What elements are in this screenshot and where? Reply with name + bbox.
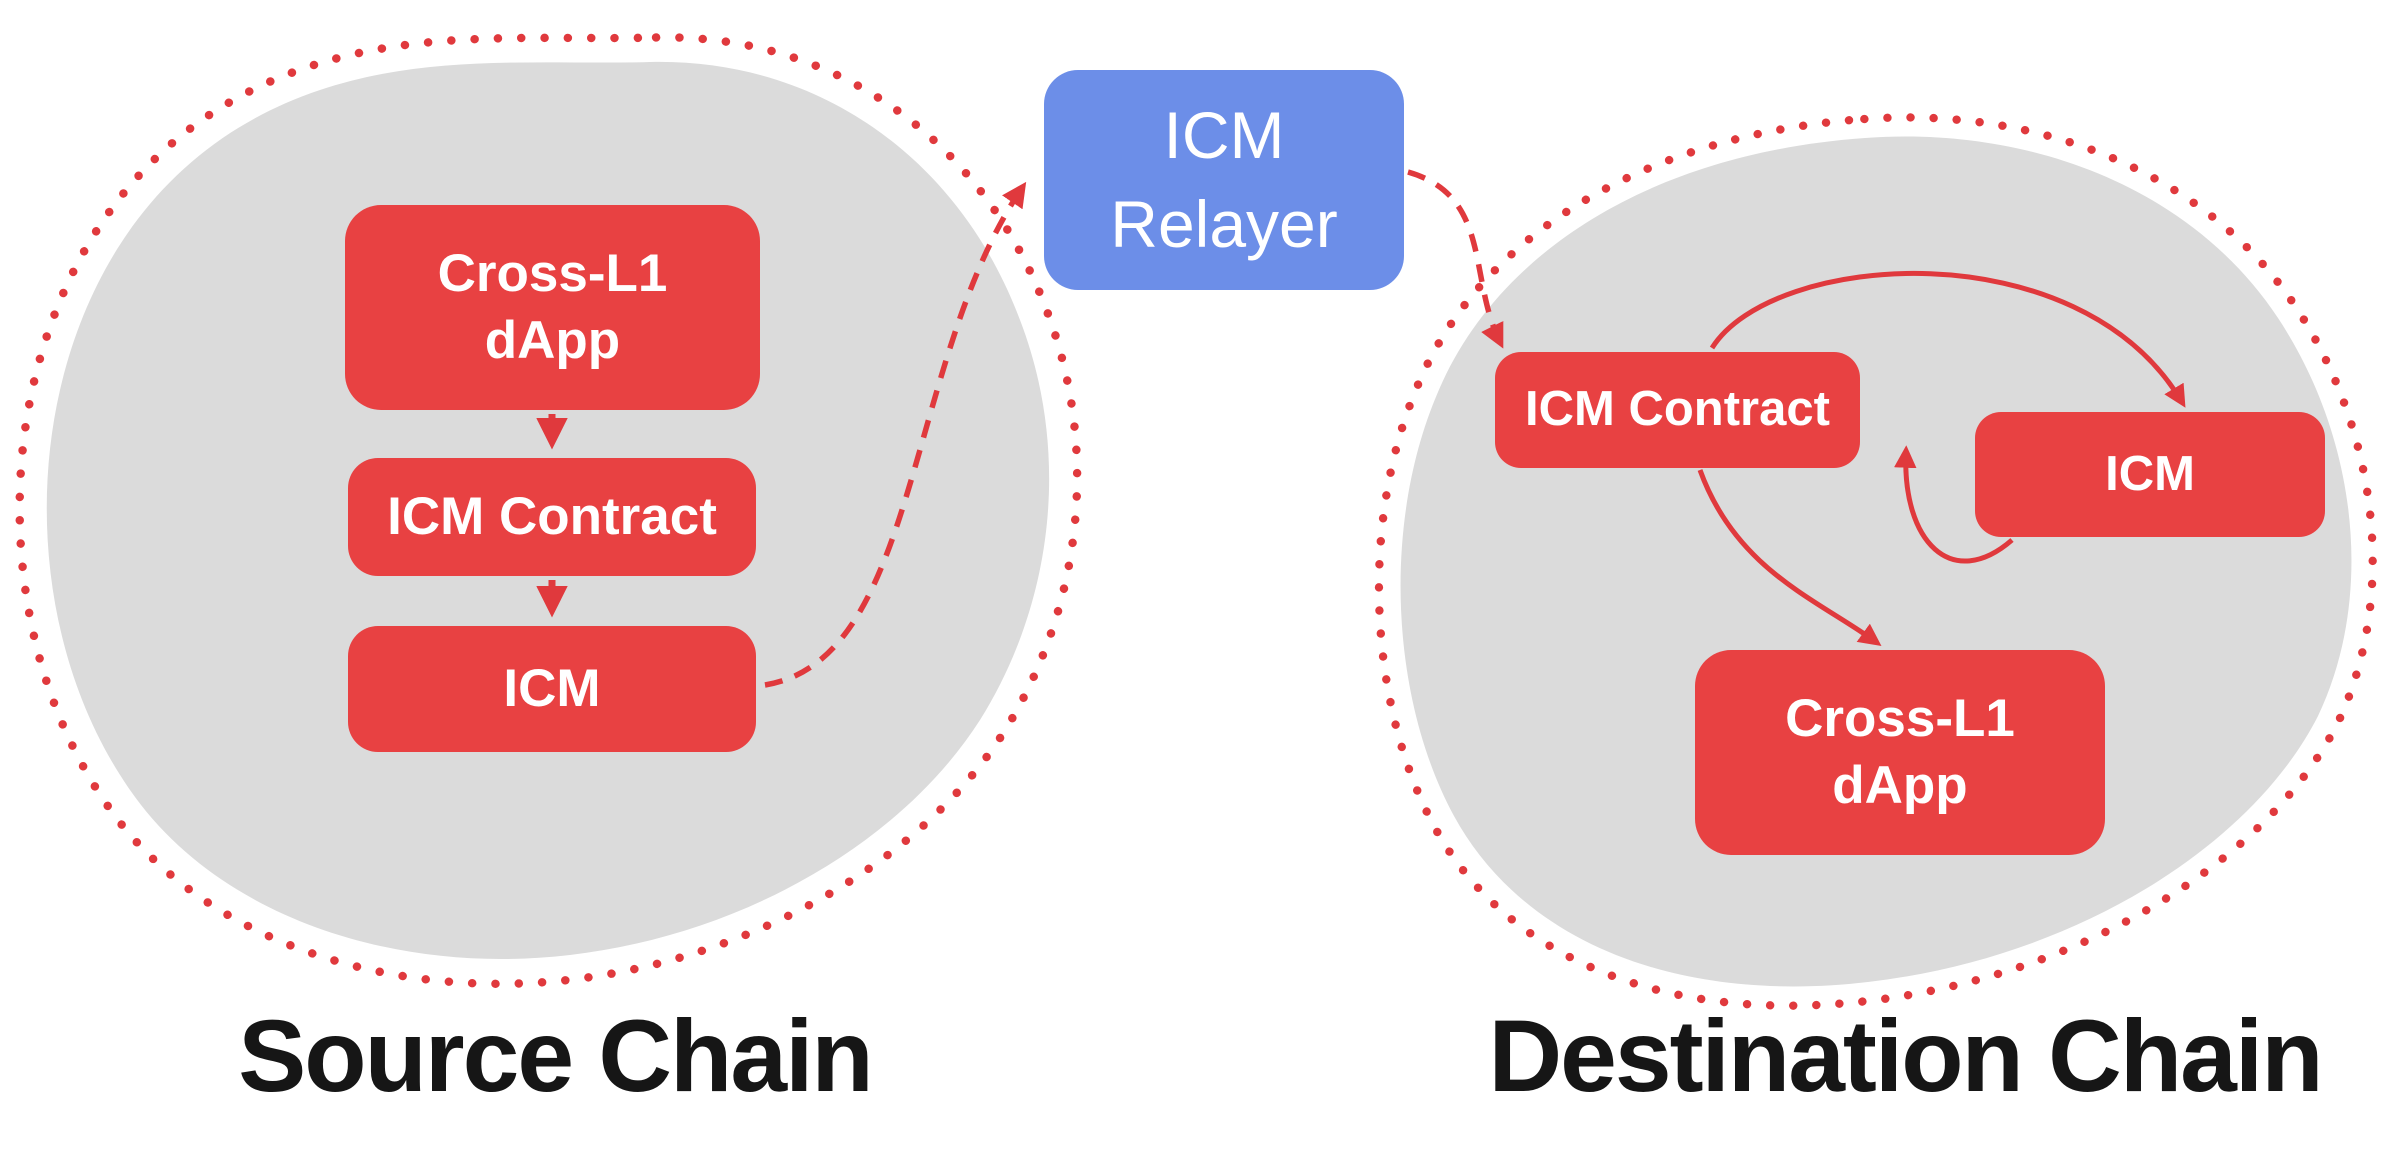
- destination-dapp-node: Cross-L1 dApp: [1695, 650, 2105, 855]
- arrow-dst-contract-to-dapp: [1697, 469, 1882, 646]
- arrow-dst-contract-to-icm: [1709, 270, 2186, 408]
- destination-icm-contract-node: ICM Contract: [1495, 352, 1860, 468]
- arrow-relayer-to-dst-contract: [1407, 169, 1504, 349]
- destination-chain-blob: [1400, 136, 2352, 987]
- source-icm-contract-node: ICM Contract: [348, 458, 756, 576]
- source-chain-dotted-outline: [15, 33, 1082, 989]
- source-icm-node: ICM: [348, 626, 756, 752]
- icm-relayer-node: ICM Relayer: [1044, 70, 1404, 290]
- destination-chain-label: Destination Chain: [1488, 999, 2323, 1113]
- destination-chain-dotted-outline: [1374, 113, 2377, 1010]
- arrow-src-icm-to-relayer: [764, 181, 1027, 688]
- destination-icm-node: ICM: [1975, 412, 2325, 537]
- arrow-dst-icm-to-contract: [1894, 445, 2014, 564]
- source-dapp-node: Cross-L1 dApp: [345, 205, 760, 410]
- source-chain-label: Source Chain: [238, 999, 873, 1113]
